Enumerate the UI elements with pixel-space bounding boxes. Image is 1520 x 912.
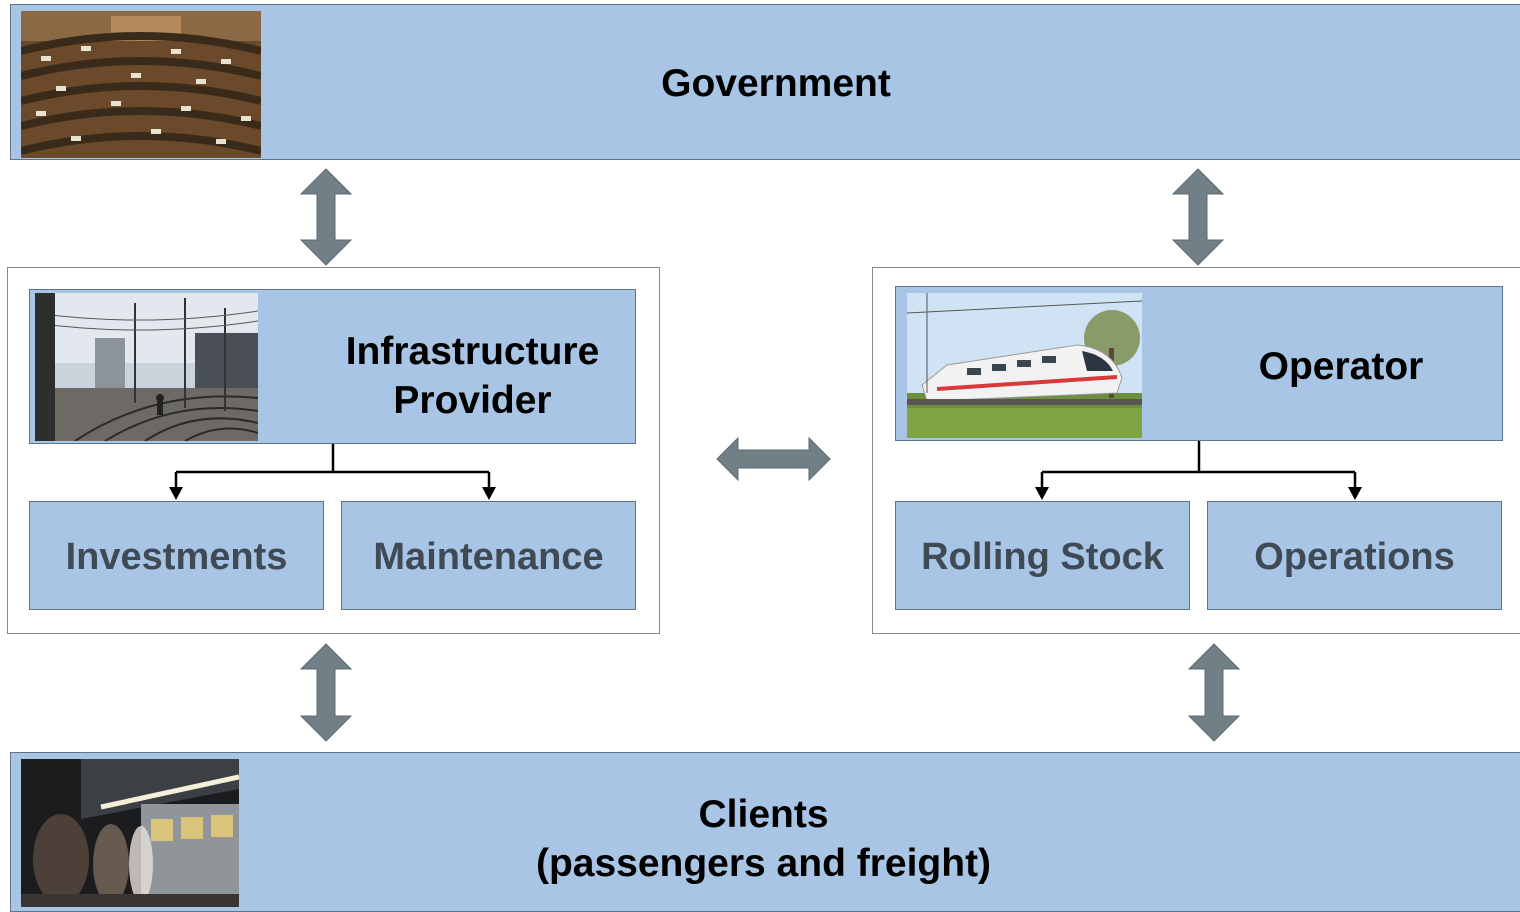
infrastructure-provider-line1: Infrastructure xyxy=(345,330,600,373)
government-bar: Government xyxy=(10,4,1520,160)
operator-label: Operator xyxy=(1258,345,1424,388)
rolling-stock-label: Rolling Stock xyxy=(921,536,1164,578)
railway-tracks-photo xyxy=(35,293,258,441)
operations-arrowhead xyxy=(1348,487,1362,500)
parliament-photo xyxy=(21,11,261,158)
maintenance-arrowhead xyxy=(482,487,496,500)
clients-bar: Clients (passengers and freight) xyxy=(10,752,1520,912)
clients-line1: Clients xyxy=(698,793,829,836)
government-label: Government xyxy=(661,62,891,105)
infrastructure-provider-label: Infrastructure Provider xyxy=(320,328,625,426)
high-speed-train-photo xyxy=(907,293,1142,438)
maintenance-box: Maintenance xyxy=(341,501,636,610)
operator-box: Operator xyxy=(895,286,1503,441)
clients-line2: (passengers and freight) xyxy=(535,841,992,885)
operator-clients-double-arrow xyxy=(1187,643,1241,742)
gov-operator-double-arrow xyxy=(1171,168,1225,266)
investments-label: Investments xyxy=(65,536,288,578)
investments-arrowhead xyxy=(169,487,183,500)
infrastructure-provider-box: Infrastructure Provider xyxy=(29,289,636,444)
rolling-stock-box: Rolling Stock xyxy=(895,501,1190,610)
infrastructure-provider-line2: Provider xyxy=(393,378,552,422)
rolling-stock-arrowhead xyxy=(1035,487,1049,500)
infra-clients-double-arrow xyxy=(299,643,353,742)
gov-infra-double-arrow xyxy=(299,168,353,266)
infra-operator-double-arrow xyxy=(716,436,831,482)
clients-label: Clients (passengers and freight) xyxy=(491,791,1036,889)
maintenance-label: Maintenance xyxy=(373,536,604,578)
operations-label: Operations xyxy=(1254,536,1455,578)
subway-platform-photo xyxy=(21,759,239,907)
investments-box: Investments xyxy=(29,501,324,610)
operations-box: Operations xyxy=(1207,501,1502,610)
